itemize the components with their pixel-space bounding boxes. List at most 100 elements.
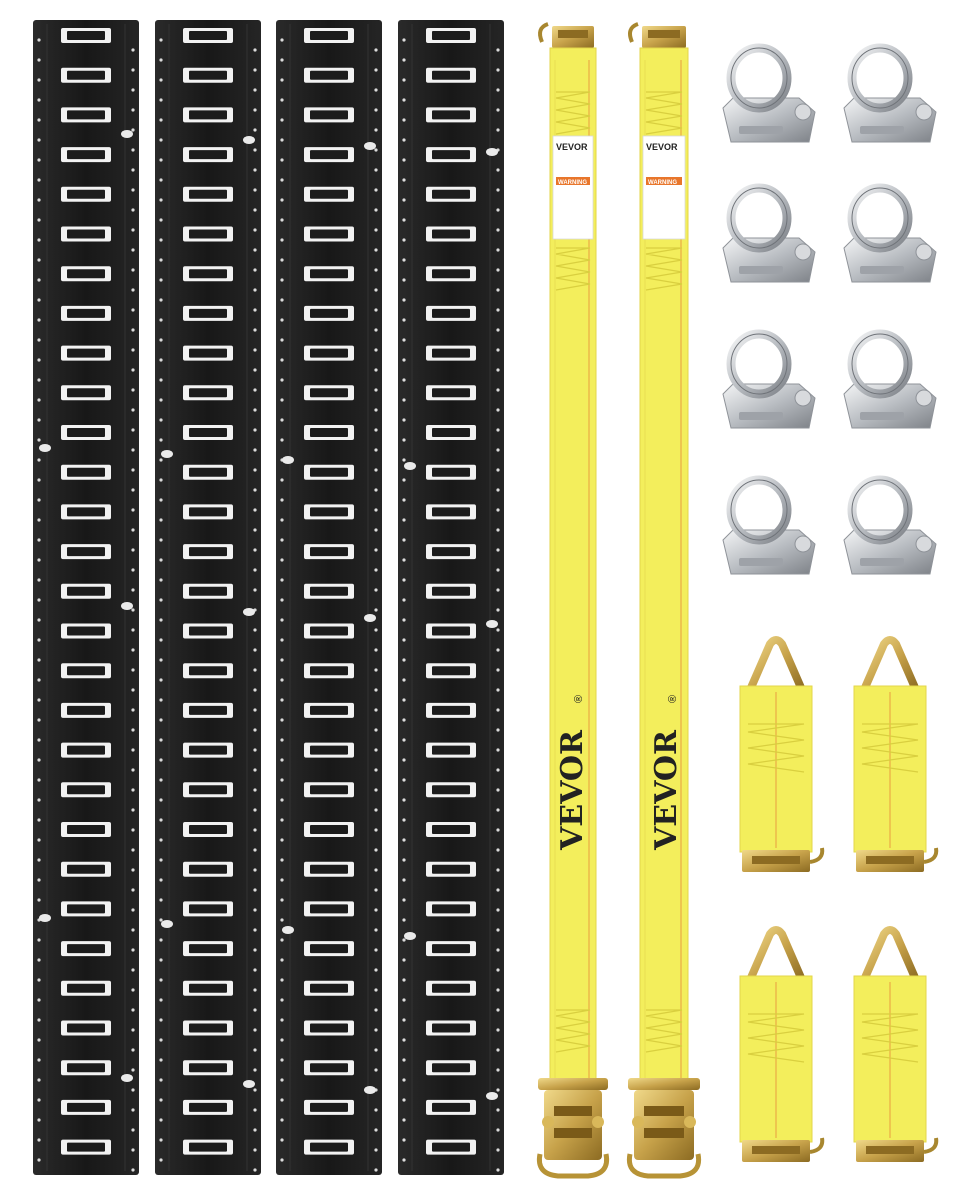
slot-bar xyxy=(310,229,348,239)
track-slot xyxy=(304,742,354,758)
track-slot xyxy=(426,147,476,163)
mounting-hole xyxy=(280,378,284,382)
mounting-hole xyxy=(402,338,406,342)
oval-hole xyxy=(364,142,376,150)
mounting-hole xyxy=(159,778,163,782)
mounting-hole xyxy=(280,578,284,582)
mounting-hole xyxy=(131,328,135,332)
mounting-hole xyxy=(402,598,406,602)
mounting-hole xyxy=(402,298,406,302)
e-track-rails xyxy=(33,20,504,1175)
slot-bar xyxy=(310,1063,348,1073)
mounting-hole xyxy=(253,368,257,372)
mounting-hole xyxy=(402,198,406,202)
mounting-hole xyxy=(374,988,378,992)
mounting-hole xyxy=(402,118,406,122)
slot-bar xyxy=(67,904,105,914)
mounting-hole xyxy=(159,598,163,602)
oval-hole xyxy=(282,456,294,464)
mounting-hole xyxy=(402,578,406,582)
slot-bar xyxy=(67,348,105,358)
mounting-hole xyxy=(253,568,257,572)
mounting-hole xyxy=(253,1008,257,1012)
mounting-hole xyxy=(280,1078,284,1082)
mounting-hole xyxy=(374,48,378,52)
anchor-bolt xyxy=(794,103,812,121)
mounting-hole xyxy=(37,938,41,942)
mounting-hole xyxy=(159,378,163,382)
track-slot xyxy=(304,583,354,599)
track-slot xyxy=(61,1139,111,1155)
track-slot xyxy=(304,1099,354,1115)
slot-bar xyxy=(310,745,348,755)
mounting-hole xyxy=(37,1138,41,1142)
slot-bar xyxy=(67,745,105,755)
mounting-hole xyxy=(131,168,135,172)
e-track-rail-icon xyxy=(398,20,504,1175)
track-slot xyxy=(304,1060,354,1076)
track-slot xyxy=(61,186,111,202)
mounting-hole xyxy=(374,308,378,312)
mounting-hole xyxy=(131,248,135,252)
track-slot xyxy=(183,822,233,837)
mounting-hole xyxy=(253,1068,257,1072)
mounting-hole xyxy=(159,878,163,882)
mounting-hole xyxy=(280,1118,284,1122)
slot-bar xyxy=(67,1102,105,1112)
mounting-hole xyxy=(374,768,378,772)
mounting-hole xyxy=(37,278,41,282)
mounting-hole xyxy=(280,198,284,202)
mounting-hole xyxy=(253,688,257,692)
mounting-hole xyxy=(374,268,378,272)
mounting-hole xyxy=(496,168,500,172)
mounting-hole xyxy=(280,758,284,762)
slot-bar xyxy=(310,348,348,358)
mounting-hole xyxy=(280,798,284,802)
mounting-hole xyxy=(131,468,135,472)
mounting-hole xyxy=(496,1048,500,1052)
track-slot xyxy=(304,822,354,837)
track-slot xyxy=(183,107,233,123)
mounting-hole xyxy=(131,1028,135,1032)
slot-bar xyxy=(310,825,348,834)
mounting-hole xyxy=(131,1168,135,1172)
anchor-clip xyxy=(739,126,783,134)
slot-bar xyxy=(67,586,105,596)
slot-bar xyxy=(310,983,348,993)
tie-d-ring xyxy=(860,636,920,692)
mounting-hole xyxy=(253,1088,257,1092)
slot-bar xyxy=(432,388,470,398)
track-slot xyxy=(304,980,354,996)
mounting-hole xyxy=(280,498,284,502)
track-slot xyxy=(426,1020,476,1036)
track-slot xyxy=(426,28,476,43)
slot-bar xyxy=(67,983,105,993)
mounting-hole xyxy=(402,958,406,962)
mounting-hole xyxy=(402,558,406,562)
mounting-hole xyxy=(496,1028,500,1032)
track-slot xyxy=(183,385,233,401)
oval-hole xyxy=(486,148,498,156)
tie-fitting-tab xyxy=(809,1137,825,1154)
anchor-clip xyxy=(860,412,904,420)
mounting-hole xyxy=(253,488,257,492)
mounting-hole xyxy=(496,208,500,212)
slot-bar xyxy=(310,110,348,120)
anchor-clip xyxy=(739,266,783,274)
track-slot xyxy=(426,980,476,996)
track-slot xyxy=(426,504,476,520)
track-slot xyxy=(183,464,233,480)
slot-bar xyxy=(310,308,348,318)
mounting-hole xyxy=(253,1028,257,1032)
slot-bar xyxy=(310,586,348,596)
slot-bar xyxy=(432,983,470,993)
anchor-clip xyxy=(739,558,783,566)
mounting-hole xyxy=(280,838,284,842)
track-slot xyxy=(183,623,233,639)
mounting-hole xyxy=(280,698,284,702)
track-slot xyxy=(61,385,111,401)
mounting-hole xyxy=(374,568,378,572)
slot-bar xyxy=(310,388,348,398)
mounting-hole xyxy=(159,838,163,842)
mounting-hole xyxy=(280,818,284,822)
